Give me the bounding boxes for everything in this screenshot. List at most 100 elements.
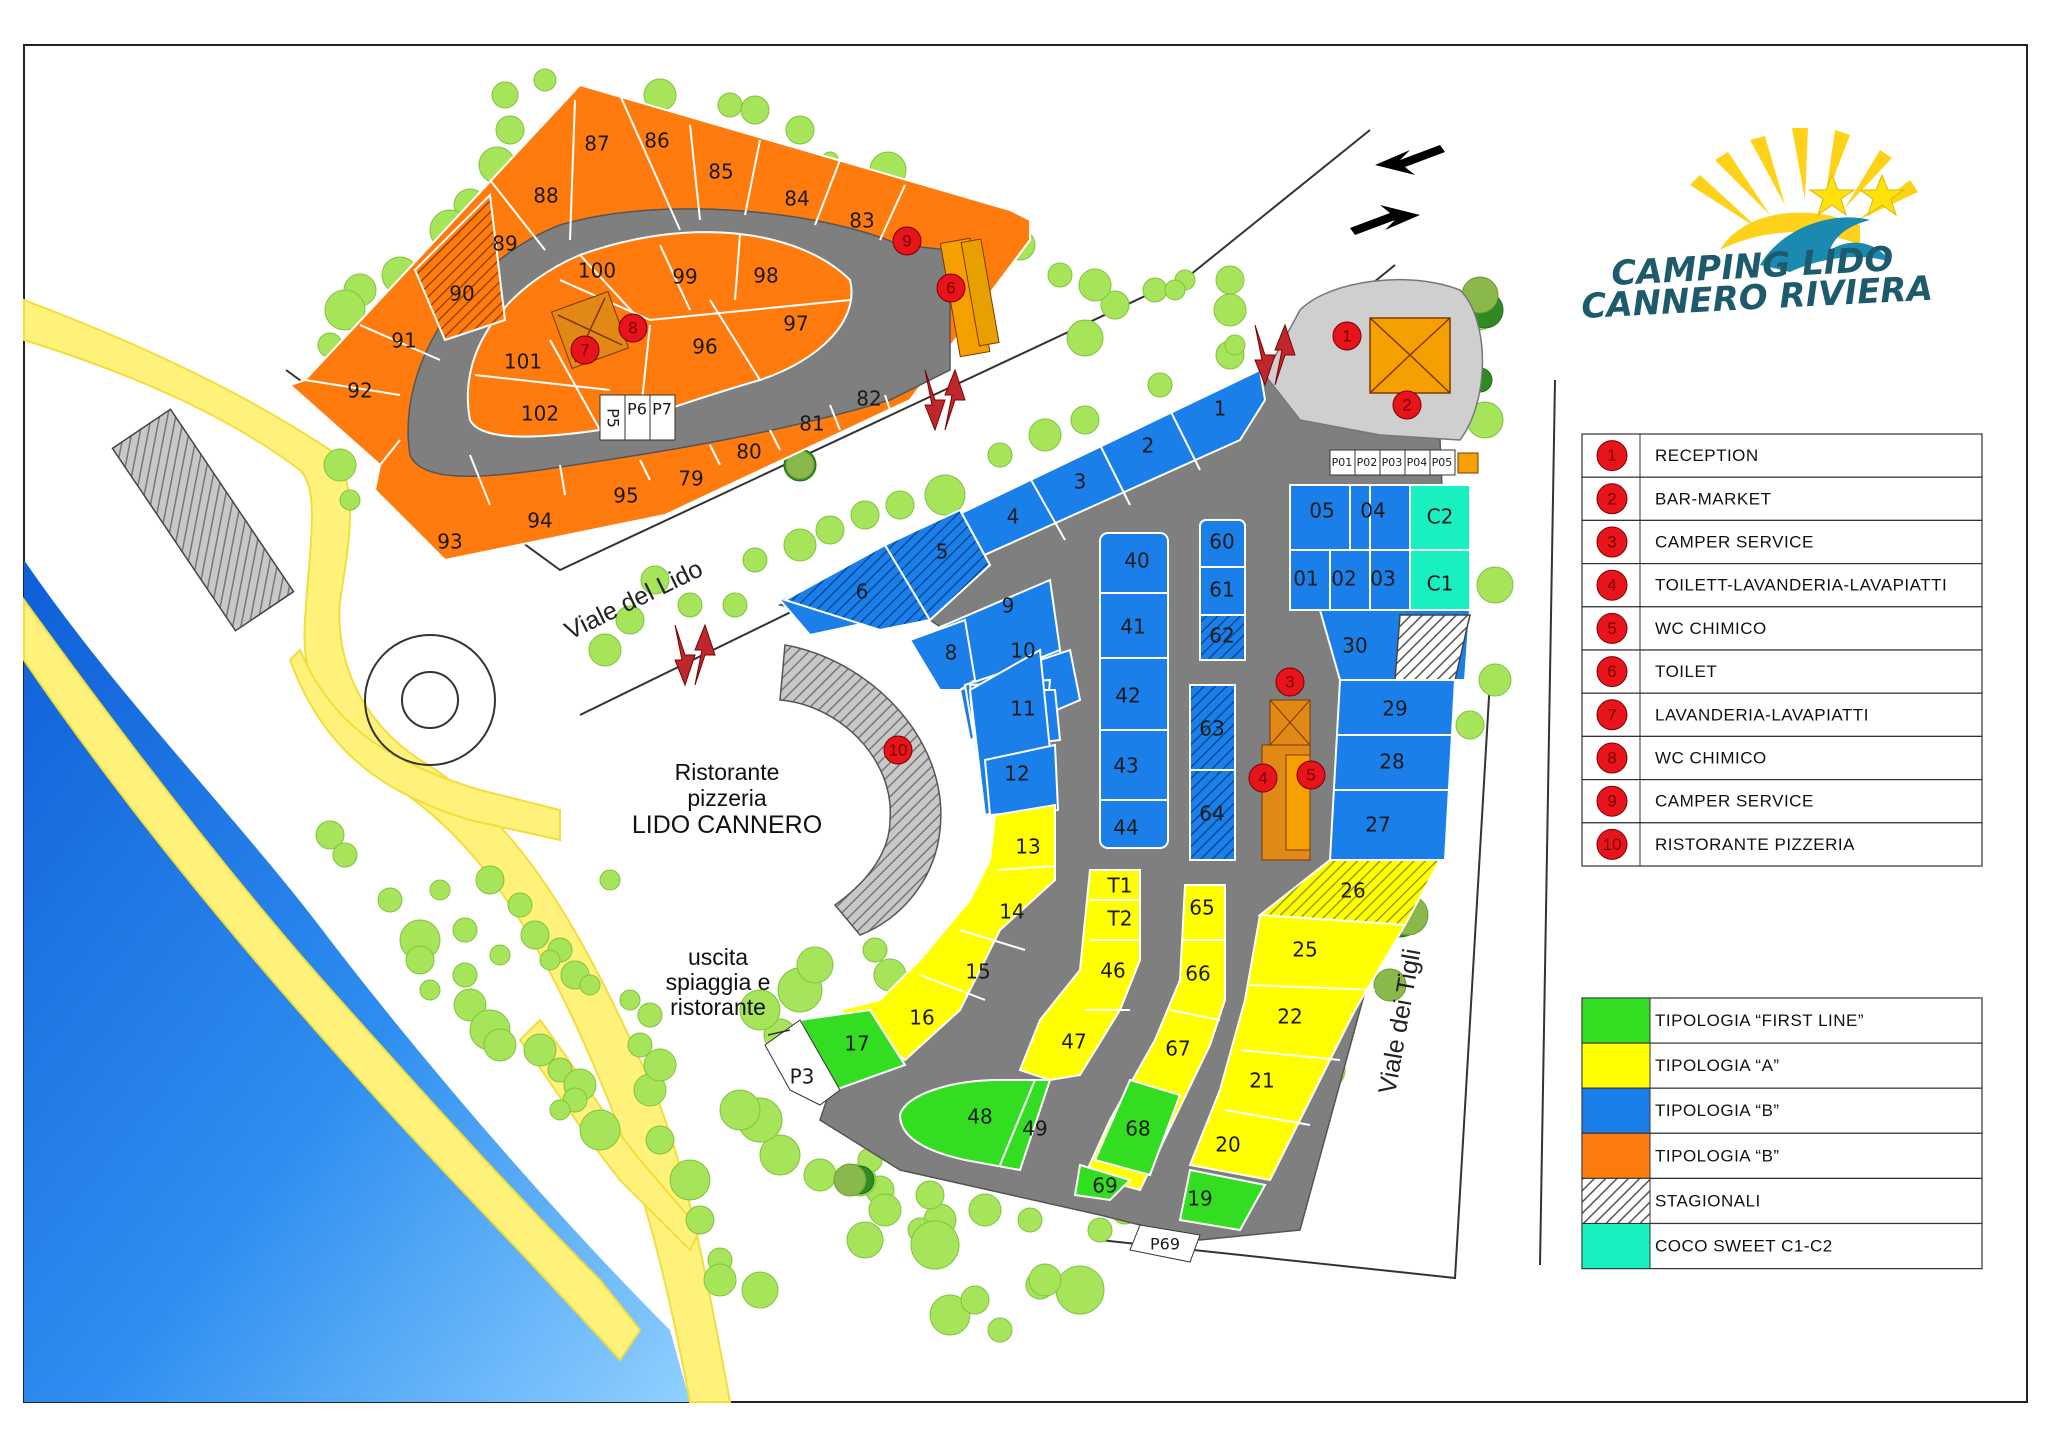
pitch-27[interactable]: 27 <box>1365 813 1390 837</box>
pitch-97[interactable]: 97 <box>783 312 808 336</box>
poi-marker-5[interactable]: 5 <box>1296 760 1326 790</box>
pitch-60[interactable]: 60 <box>1209 530 1234 554</box>
legend-marker-icon <box>1596 526 1628 558</box>
legend-marker-number: 3 <box>1607 532 1616 551</box>
legend-service-label: RECEPTION <box>1655 446 1759 465</box>
pitch-42[interactable]: 42 <box>1115 684 1140 708</box>
pitch-29[interactable]: 29 <box>1382 697 1407 721</box>
pitch-94[interactable]: 94 <box>527 509 552 533</box>
pitch-80[interactable]: 80 <box>736 440 761 464</box>
pitch-30[interactable]: 30 <box>1342 634 1367 658</box>
poi-marker-8[interactable]: 8 <box>618 313 648 343</box>
poi-marker-4[interactable]: 4 <box>1248 763 1278 793</box>
pitch-89[interactable]: 89 <box>492 232 517 256</box>
legend-service-label: LAVANDERIA-LAVAPIATTI <box>1655 705 1869 724</box>
pitch-64[interactable]: 64 <box>1199 802 1224 826</box>
pitch-20[interactable]: 20 <box>1215 1133 1240 1157</box>
poi-marker-1[interactable]: 1 <box>1332 321 1362 351</box>
pitch-67[interactable]: 67 <box>1165 1037 1190 1061</box>
poi-marker-6[interactable]: 6 <box>936 273 966 303</box>
pitch-9[interactable]: 9 <box>1002 594 1015 618</box>
pitch-t2[interactable]: T2 <box>1107 907 1133 931</box>
pitch-66[interactable]: 66 <box>1185 962 1210 986</box>
pitch-1[interactable]: 1 <box>1214 397 1227 421</box>
pitch-62[interactable]: 62 <box>1209 624 1234 648</box>
pitch-2[interactable]: 2 <box>1142 434 1155 458</box>
pitch-65[interactable]: 65 <box>1189 896 1214 920</box>
pitch-02[interactable]: 02 <box>1331 567 1356 591</box>
pitch-c2[interactable]: C2 <box>1427 505 1454 529</box>
pitch-25[interactable]: 25 <box>1292 938 1317 962</box>
pitch-8[interactable]: 8 <box>945 641 958 665</box>
pitch-92[interactable]: 92 <box>347 379 372 403</box>
pitch-17[interactable]: 17 <box>844 1032 869 1056</box>
pitch-5[interactable]: 5 <box>936 540 949 564</box>
pitch-4[interactable]: 4 <box>1007 505 1020 529</box>
pitch-21[interactable]: 21 <box>1249 1069 1274 1093</box>
pitch-28[interactable]: 28 <box>1379 750 1404 774</box>
pitch-95[interactable]: 95 <box>613 484 638 508</box>
pitch-48[interactable]: 48 <box>967 1105 992 1129</box>
pitch-16[interactable]: 16 <box>909 1006 934 1030</box>
poi-marker-9[interactable]: 9 <box>892 226 922 256</box>
pitch-87[interactable]: 87 <box>584 132 609 156</box>
pitch-43[interactable]: 43 <box>1113 754 1138 778</box>
pitch-101[interactable]: 101 <box>504 350 542 374</box>
pitch-c1[interactable]: C1 <box>1427 572 1454 596</box>
blue-block-west <box>908 578 1082 817</box>
pitch-69[interactable]: 69 <box>1092 1174 1117 1198</box>
pitch-99[interactable]: 99 <box>672 265 697 289</box>
pitch-13[interactable]: 13 <box>1015 835 1040 859</box>
pitch-t1[interactable]: T1 <box>1107 874 1133 898</box>
yellow-column-65 <box>1073 884 1226 1202</box>
pitch-91[interactable]: 91 <box>391 329 416 353</box>
pitch-40[interactable]: 40 <box>1124 549 1149 573</box>
pitch-85[interactable]: 85 <box>708 160 733 184</box>
pitch-44[interactable]: 44 <box>1113 816 1138 840</box>
pitch-46[interactable]: 46 <box>1100 959 1125 983</box>
pitch-86[interactable]: 86 <box>644 129 669 153</box>
pitch-3[interactable]: 3 <box>1074 470 1087 494</box>
pitch-83[interactable]: 83 <box>849 209 874 233</box>
pitch-26[interactable]: 26 <box>1340 879 1365 903</box>
pitch-96[interactable]: 96 <box>692 335 717 359</box>
beach-exit-label-2: spiaggia e <box>666 969 771 995</box>
pitch-04[interactable]: 04 <box>1360 499 1385 523</box>
pitch-88[interactable]: 88 <box>533 184 558 208</box>
pitch-90[interactable]: 90 <box>449 282 474 306</box>
pitch-03[interactable]: 03 <box>1370 567 1395 591</box>
pitch-47[interactable]: 47 <box>1061 1030 1086 1054</box>
pitch-14[interactable]: 14 <box>999 900 1024 924</box>
pitch-41[interactable]: 41 <box>1120 615 1145 639</box>
road-line <box>1539 379 1556 1266</box>
pitch-15[interactable]: 15 <box>965 960 990 984</box>
pitch-68[interactable]: 68 <box>1125 1117 1150 1141</box>
pitch-49[interactable]: 49 <box>1022 1117 1047 1141</box>
pitch-63[interactable]: 63 <box>1199 717 1224 741</box>
pitch-100[interactable]: 100 <box>578 259 616 283</box>
pitch-79[interactable]: 79 <box>678 467 703 491</box>
pitch-84[interactable]: 84 <box>784 187 809 211</box>
pitch-98[interactable]: 98 <box>753 264 778 288</box>
pitch-102[interactable]: 102 <box>521 402 559 426</box>
pitch-11[interactable]: 11 <box>1010 697 1035 721</box>
pitch-61[interactable]: 61 <box>1209 578 1234 602</box>
pitch-22[interactable]: 22 <box>1277 1005 1302 1029</box>
pitch-01[interactable]: 01 <box>1293 567 1318 591</box>
pitch-6[interactable]: 6 <box>856 580 869 604</box>
poi-marker-10[interactable]: 10 <box>883 735 913 765</box>
pitch-81[interactable]: 81 <box>799 412 824 436</box>
poi-marker-3[interactable]: 3 <box>1275 667 1305 697</box>
legend-swatch <box>1581 1042 1651 1089</box>
poi-marker-7[interactable]: 7 <box>570 335 600 365</box>
pitch-93[interactable]: 93 <box>437 530 462 554</box>
poi-marker-2[interactable]: 2 <box>1392 390 1422 420</box>
pitch-82[interactable]: 82 <box>856 387 881 411</box>
pitch-05[interactable]: 05 <box>1309 499 1334 523</box>
pitch-19[interactable]: 19 <box>1187 1187 1212 1211</box>
pitch-12[interactable]: 12 <box>1004 762 1029 786</box>
pitch-10[interactable]: 10 <box>1010 639 1035 663</box>
